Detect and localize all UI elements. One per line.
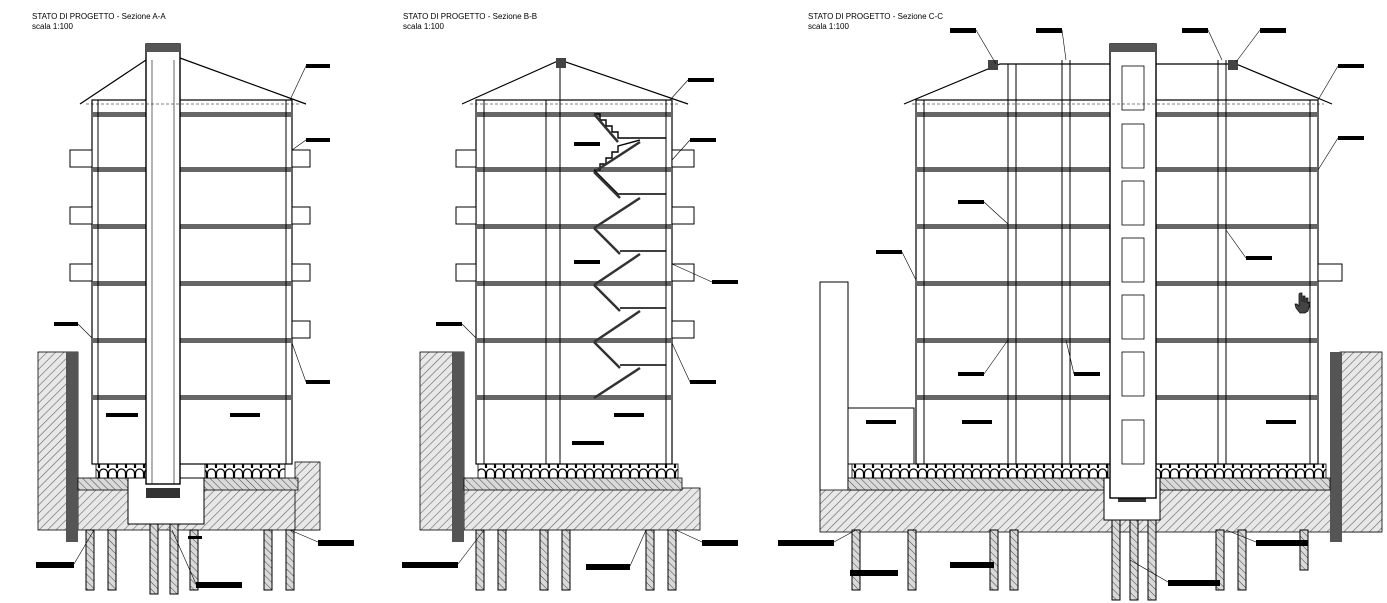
soil-right [294,461,321,531]
section-c-scale: scala 1:100 [808,22,849,31]
section-c-title-block: STATO DI PROGETTO - Sezione C-C scala 1:… [808,12,943,32]
section-b-title-block: STATO DI PROGETTO - Sezione B-B scala 1:… [403,12,537,32]
section-a-drawing [36,43,354,595]
retaining-wall [66,352,78,542]
section-a-scale: scala 1:100 [32,22,73,31]
lift-shaft [145,43,181,485]
section-b-drawing [402,58,738,591]
section-b-scale: scala 1:100 [403,22,444,31]
section-a-title: STATO DI PROGETTO - Sezione A-A [32,12,166,21]
section-c-title: STATO DI PROGETTO - Sezione C-C [808,12,943,21]
lift-shaft-c [1109,43,1157,499]
staircase [593,113,666,400]
section-c-drawing [778,28,1383,601]
section-a-title-block: STATO DI PROGETTO - Sezione A-A scala 1:… [32,12,166,32]
section-b-title: STATO DI PROGETTO - Sezione B-B [403,12,538,21]
hand-pointer-icon [1294,292,1311,314]
